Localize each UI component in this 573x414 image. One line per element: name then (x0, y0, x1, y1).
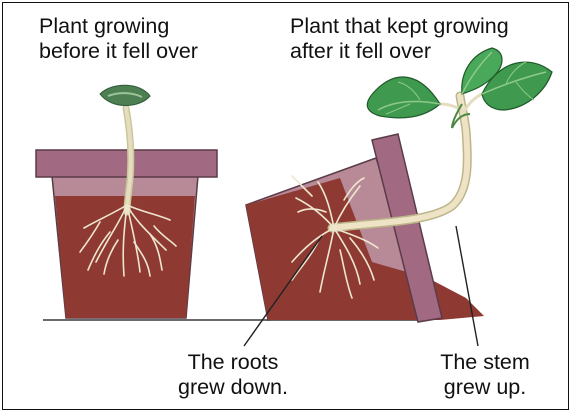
upright-pot-rim (36, 150, 217, 177)
upright-pot (36, 150, 217, 318)
leaf-left (367, 77, 440, 118)
upright-seedling-cotyledon (100, 85, 150, 105)
pointer-stem (456, 226, 478, 346)
